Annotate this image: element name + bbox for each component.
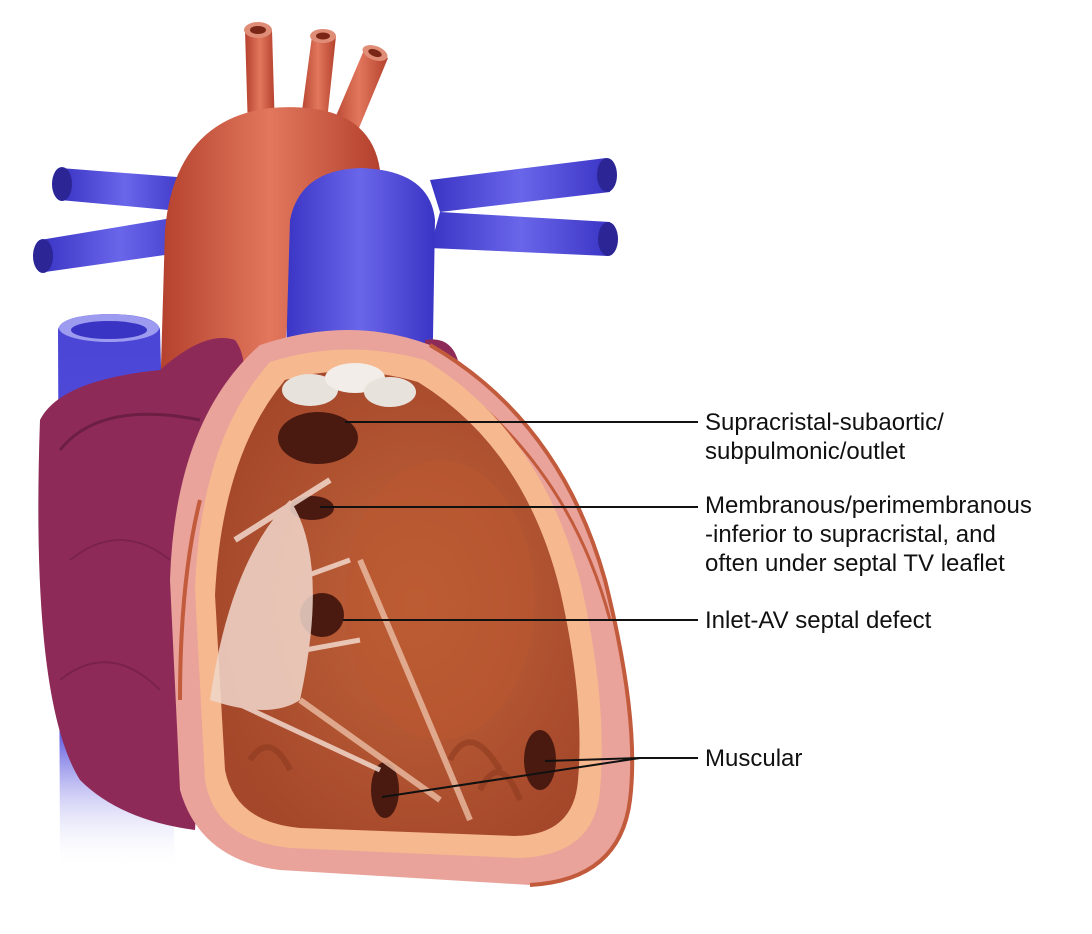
leader-line-muscular-1: [381, 757, 641, 798]
label-supracristal: Supracristal-subaortic/ subpulmonic/outl…: [705, 408, 944, 466]
aortic-branches: [244, 22, 388, 140]
leader-lines: [320, 421, 698, 798]
supracristal-defect: [278, 412, 358, 464]
tricuspid-leaflet: [210, 477, 473, 822]
pulmonary-branches: [33, 158, 618, 273]
label-muscular-line-1: Muscular: [705, 745, 803, 772]
label-membranous-line-1: Membranous/perimembranous: [705, 492, 1032, 519]
label-membranous-line-2: -inferior to supracristal, and: [705, 521, 996, 548]
label-membranous: Membranous/perimembranous -inferior to s…: [705, 491, 1032, 578]
label-membranous-line-3: often under septal TV leaflet: [705, 550, 1005, 577]
leader-line-muscular-2: [544, 757, 641, 762]
label-supracristal-line-2: subpulmonic/outlet: [705, 438, 906, 465]
semilunar-valve: [282, 363, 416, 407]
label-muscular: Muscular: [705, 744, 802, 773]
membranous-defect: [290, 496, 334, 520]
label-supracristal-line-1: Supracristal-subaortic/: [705, 409, 944, 436]
muscular-defect-1: [371, 762, 399, 818]
label-inlet: Inlet-AV septal defect: [705, 606, 931, 635]
label-inlet-line-1: Inlet-AV septal defect: [705, 607, 932, 634]
